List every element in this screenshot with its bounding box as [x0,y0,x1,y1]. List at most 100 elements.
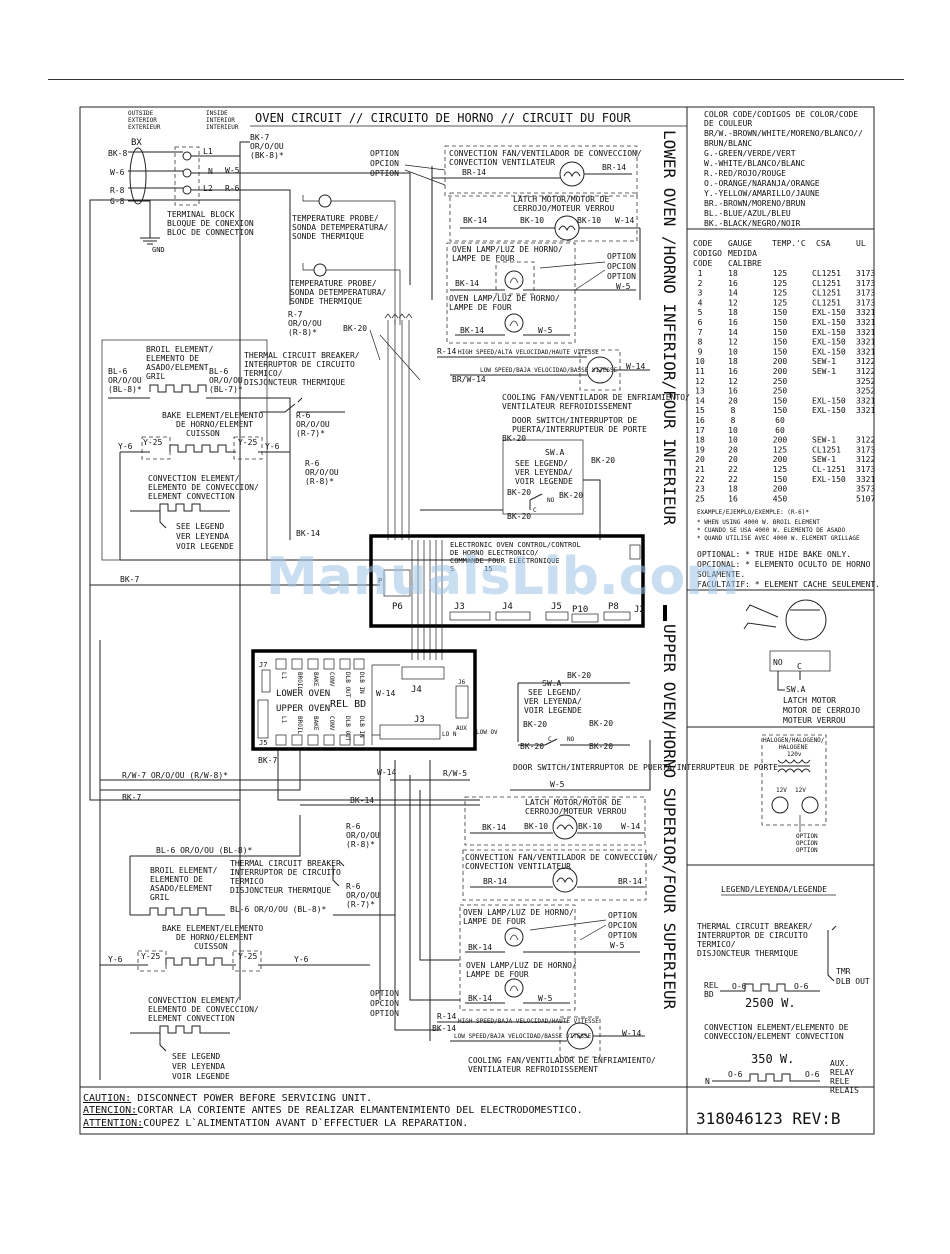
eoc-label1: ELECTRONIC OVEN CONTROL/CONTROL [450,541,581,549]
side-label-separator [663,605,667,621]
gauge-cell: 60 [775,416,785,425]
lower-bk14d: BK-14 [296,529,320,538]
legend-2500w: 2500 W. [745,996,796,1010]
relay-w14: W-14 [376,689,395,698]
gauge-cell: 200 [773,436,788,445]
upper-y25b-conn [232,950,262,972]
eoc-p8-conn [603,611,631,621]
mid-no: NO [567,736,575,743]
relay-lon: LO N [442,731,457,738]
upper-conv2: ELEMENTO DE CONVECCION/ [148,1005,259,1014]
upper-latch-coil [556,824,574,831]
bk7-top-1: BK-7 [250,133,269,142]
gauge-cell: 150 [773,475,788,484]
top-rule [48,79,904,80]
relay-j5-conn [257,699,269,739]
gauge-cell: 3173 [856,465,875,474]
gauge-cell: EXL-150 [812,475,846,484]
lower-y6b: Y-6 [265,442,280,451]
probe2-label2: SONDA DETEMPERATURA/ [290,288,387,297]
upper-lamp-box [459,904,576,1011]
eoc-p6-conn [383,569,411,597]
gauge-cell: 150 [773,338,788,347]
interior-label: INTERIOR [206,117,235,124]
bk7-run [89,199,241,1000]
lower-bk10b: BK-10 [577,216,601,225]
gauge-cell: 20 [728,396,738,405]
upper-cool-fan-box [559,1016,601,1058]
lower-swa-l2: VER LEYENDA/ [515,468,573,477]
gauge-cell: 16 [695,416,705,425]
relay-j6-conn [455,685,469,719]
mid-bk7a: BK-7 [258,756,277,765]
lower-conv-opt1: OPTION [370,149,399,158]
color-code-title2: DE COULEUR [704,119,752,128]
svg-text:L1: L1 [280,716,287,724]
mid-l2: VER LEYENDA/ [524,697,582,706]
gauge-cell: 15 [695,406,705,415]
legend-bd: BD [704,990,714,999]
lower-y6a: Y-6 [118,442,133,451]
relay-j3: J3 [414,715,425,725]
svg-text:BR.-BROWN/MORENO/BRUN: BR.-BROWN/MORENO/BRUN [704,199,805,208]
svg-text:DLB IN: DLB IN [358,672,365,694]
legend-o6a: O-6 [732,982,747,991]
lower-see1: SEE LEGEND [176,522,224,531]
upper-bk14d: BK-14 [432,1024,456,1033]
gauge-cell: CL1251 [812,289,841,298]
gauge-cell: 3321 [856,396,875,405]
eoc-15: 15 [484,565,492,573]
legend-n: N [705,1077,710,1086]
gauge-cell: 3173 [856,279,875,288]
lower-br14b: BR-14 [602,163,626,172]
lower-conv-arrows [404,164,446,186]
legend-tmr: TMR [836,967,851,976]
upper-tcb2: INTERRUPTOR DE CIRCUITO [230,868,341,877]
lower-conv-fan-box [444,145,638,197]
svg-text:BROIL: BROIL [296,716,303,734]
legend-latch-no: NO [773,658,783,667]
halogen-title: HALOGEN/HALOGENO/ [763,737,825,744]
probe1-icon [318,194,332,208]
caution-line3: ATTENTION:COUPEZ L`ALIMENTATION AVANT D`… [83,1117,468,1129]
halogen-transformer [777,759,811,773]
eoc-wire-bundle [411,540,443,660]
lower-high-speed: HIGH SPEED/ALTA VELOCIDAD/HAUTE VITESSE [458,349,599,356]
legend-dlb: DLB OUT [836,977,870,986]
gauge-cell: 125 [773,465,788,474]
relay-j7: J7 [259,661,267,669]
lower-sw-bk20e: BK-20 [507,512,531,521]
lower-y25a: Y-25 [143,438,162,447]
gauge-cell: 20 [728,455,738,464]
upper-low-speed: LOW SPEED/BAJA VELOCIDAD/BASSE VITESSE [454,1033,592,1040]
lower-lamp-opt3: OPTION [607,272,636,281]
gauge-cell: 11 [695,367,705,376]
probe1-label1: TEMPERATURE PROBE/ [292,214,379,223]
lower-r6b-1: R-6 [305,459,320,468]
relay-top-pins: L1 BROIL BAKE CONV DLB OUT DLB IN [275,658,365,698]
upper-bl6a: BL-6 OR/O/OU (BL-8)* [156,846,253,855]
svg-text:DLB OUT: DLB OUT [344,716,351,742]
note-opt2: OPCIONAL: * ELEMENTO OCULTO DE HORNO [697,560,871,569]
legend-latch-motor-icon [785,599,827,641]
upper-bake3: CUISSON [194,942,228,951]
upper-see1: SEE LEGEND [172,1052,220,1061]
gauge-cell: 22 [728,475,738,484]
eoc-j2-conn [629,544,641,560]
lower-broil2: ELEMENTO DE [146,354,199,363]
gauge-table-header: CODE GAUGE TEMP.'C CSA UL CODIGO MEDIDA … [693,239,866,268]
lower-broil4: GRIL [146,372,165,381]
gauge-cell: 3122 [856,455,875,464]
upper-bk10a: BK-10 [524,822,548,831]
svg-text:BR/W.-BROWN/WHITE/MORENO/BLANC: BR/W.-BROWN/WHITE/MORENO/BLANCO// [704,129,863,138]
svg-text:DLB IN: DLB IN [358,716,365,738]
terminal-out-wires [191,141,411,305]
upper-bk10b: BK-10 [578,822,602,831]
legend-o6d: O-6 [805,1070,820,1079]
lower-r6b-3: (R-8)* [305,477,334,486]
upper-conv-box [462,849,647,901]
gauge-cell: EXL-150 [812,347,846,356]
upper-lamp1-label1: OVEN LAMP/LUZ DE HORNO/ [463,908,574,917]
lower-latch-label2: CERROJO/MOTEUR VERROU [513,204,614,213]
mid-l1: SEE LEGEND/ [528,688,581,697]
